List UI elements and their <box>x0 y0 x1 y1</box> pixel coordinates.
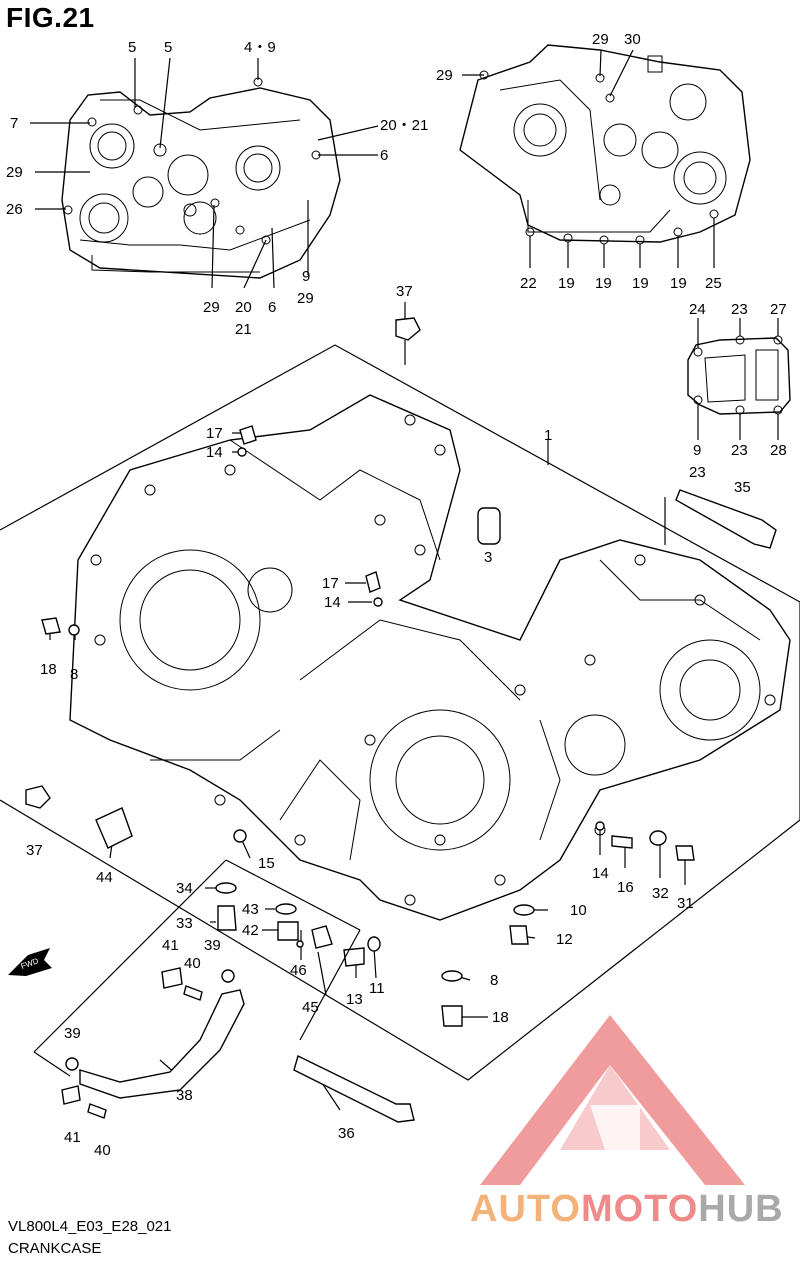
callout: 9 <box>302 268 310 285</box>
watermark-part1: AUTO <box>470 1188 581 1230</box>
callout: 19 <box>632 275 649 292</box>
callout: 7 <box>10 115 18 132</box>
callout: 25 <box>705 275 722 292</box>
callout: 29 <box>436 67 453 84</box>
callout: 29 <box>203 299 220 316</box>
callout: 13 <box>346 991 363 1008</box>
watermark-part3: HUB <box>698 1188 784 1230</box>
callout: 18 <box>492 1009 509 1026</box>
plate-leaders <box>697 318 779 440</box>
callout: 8 <box>490 972 498 989</box>
footer-code: VL800L4_E03_E28_021 <box>8 1218 172 1235</box>
callout: 21 <box>235 321 252 338</box>
callout: 15 <box>258 855 275 872</box>
callout: 37 <box>26 842 43 859</box>
callout: 26 <box>6 201 23 218</box>
footer-name: CRANKCASE <box>8 1240 102 1257</box>
main-crankcase <box>69 394 791 921</box>
callout: 44 <box>96 869 113 886</box>
watermark-part2: MOTO <box>580 1188 699 1230</box>
callout: 30 <box>624 31 641 48</box>
upper-right-leaders <box>462 49 715 268</box>
callout: 29 <box>6 164 23 181</box>
callout: 19 <box>595 275 612 292</box>
callout: 24 <box>689 301 706 318</box>
callout: 5 <box>164 39 172 56</box>
figure-title: FIG.21 <box>6 2 95 33</box>
callout: 17 <box>206 425 223 442</box>
callout: 23 <box>689 464 706 481</box>
automotohub-logo-icon <box>480 1015 745 1185</box>
callout: 6 <box>268 299 276 316</box>
callout: 1 <box>544 427 552 444</box>
callout: 33 <box>176 915 193 932</box>
automotohub-watermark: AUTOMOTOHUB <box>470 1188 784 1231</box>
callout: 20 <box>235 299 252 316</box>
callout: 29 <box>297 290 314 307</box>
callout: 14 <box>592 865 609 882</box>
callout: 41 <box>64 1129 81 1146</box>
callout: 23 <box>731 442 748 459</box>
callout: 45 <box>302 999 319 1016</box>
callout: 14 <box>324 594 341 611</box>
callout: 19 <box>670 275 687 292</box>
callout: 32 <box>652 885 669 902</box>
callout: 18 <box>40 661 57 678</box>
callout: 22 <box>520 275 537 292</box>
upper-left-leaders <box>30 57 379 289</box>
callout-labels: 5 5 4・9 7 20・21 6 29 26 9 29 29 20 21 6 … <box>6 31 787 1159</box>
callout: 23 <box>731 301 748 318</box>
callout: 12 <box>556 931 573 948</box>
callout: 39 <box>204 937 221 954</box>
callout: 28 <box>770 442 787 459</box>
small-cover-plate <box>687 335 791 415</box>
callout: 40 <box>184 955 201 972</box>
callout: 11 <box>369 980 385 997</box>
callout: 39 <box>64 1025 81 1042</box>
callout: 17 <box>322 575 339 592</box>
callout: 14 <box>206 444 223 461</box>
callout: 9 <box>693 442 701 459</box>
callout: 27 <box>770 301 787 318</box>
assembly-frame <box>0 344 800 1081</box>
callout: 6 <box>380 147 388 164</box>
callout: 3 <box>484 549 492 566</box>
callout: 8 <box>70 666 78 683</box>
upper-left-case-view <box>61 77 341 279</box>
callout: 16 <box>617 879 634 896</box>
hose-frame <box>33 859 361 1077</box>
callout: 19 <box>558 275 575 292</box>
fwd-arrow-icon: FWD <box>8 948 52 976</box>
callout: 5 <box>128 39 136 56</box>
callout: 46 <box>290 962 307 979</box>
callout: 29 <box>592 31 609 48</box>
callout: 41 <box>162 937 179 954</box>
callout: 31 <box>677 895 694 912</box>
callout: 37 <box>396 283 413 300</box>
small-parts <box>25 317 777 1123</box>
callout: 38 <box>176 1087 193 1104</box>
callout: 10 <box>570 902 587 919</box>
callout: 4・9 <box>244 39 276 56</box>
callout: 40 <box>94 1142 111 1159</box>
callout: 36 <box>338 1125 355 1142</box>
callout: 35 <box>734 479 751 496</box>
callout: 34 <box>176 880 193 897</box>
upper-right-case-view <box>459 44 751 245</box>
callout: 20・21 <box>380 117 428 134</box>
callout: 43 <box>242 901 259 918</box>
callout: 42 <box>242 922 259 939</box>
